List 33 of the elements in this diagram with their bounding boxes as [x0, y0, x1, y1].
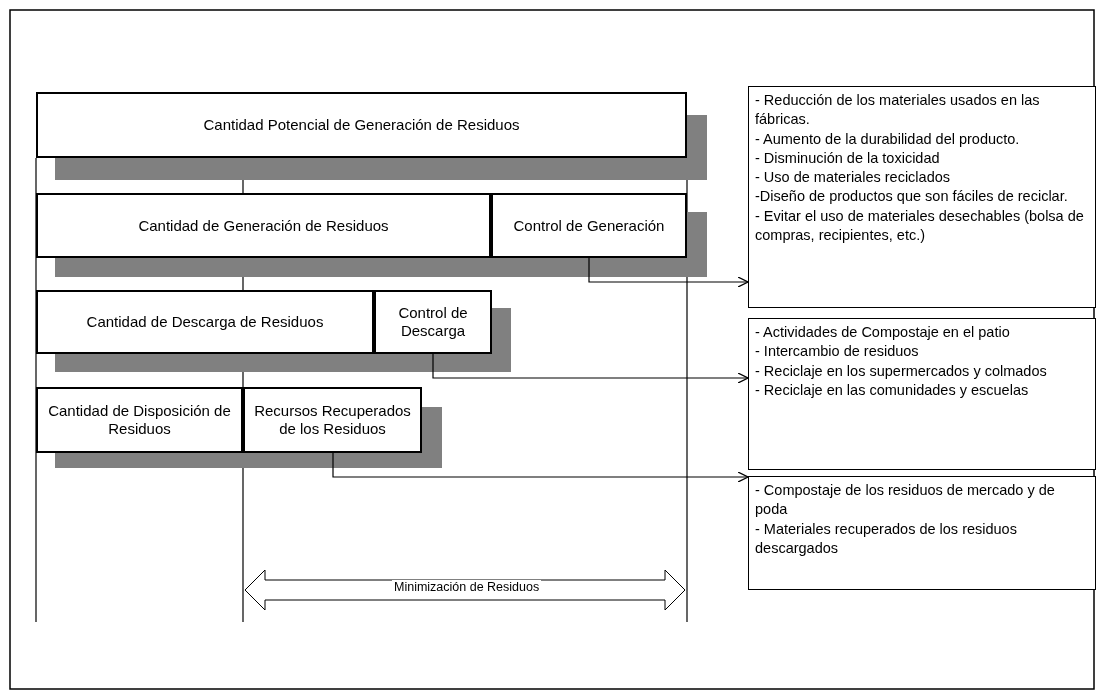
process-box: [243, 387, 422, 453]
dimension-label: Minimización de Residuos: [392, 580, 542, 594]
box-text: Control de Descarga: [397, 304, 469, 340]
note-box: [748, 476, 1096, 590]
bullet-text: - Aumento de la durabilidad del producto.: [755, 129, 1020, 149]
arrow: [432, 353, 749, 384]
bullet-text: - Actividades de Compostaje en el patio: [755, 323, 1010, 342]
process-box: [36, 290, 374, 354]
bullet-text: - Evitar el uso de materiales desechables (bolsa de compras, recipientes, etc.): [755, 206, 1085, 246]
box-text: Cantidad de Descarga de Residuos: [86, 313, 324, 331]
arrow: [588, 257, 749, 288]
bullet-text: - Uso de materiales reciclados: [755, 168, 951, 188]
note-box: [748, 86, 1096, 308]
box-text: Cantidad de Disposición de Residuos: [47, 402, 232, 438]
bullet-text: - Reducción de los materiales usados en las fábricas.: [755, 91, 1041, 130]
box-text: Control de Generación: [513, 216, 665, 235]
process-box: [491, 193, 687, 258]
process-box: [36, 387, 243, 453]
bullet-text: -Diseño de productos que son fáciles de reciclar.: [755, 187, 1068, 207]
box-text: Recursos Recuperados de los Residuos: [253, 402, 412, 438]
bullet-text: - Reciclaje en las comunidades y escuelas: [755, 380, 1029, 400]
bullet-text: - Disminución de la toxicidad: [755, 148, 940, 168]
bullet-text: - Materiales recuperados de los residuos descargados: [755, 519, 1018, 558]
process-box: [374, 290, 492, 354]
note-box: [748, 318, 1096, 470]
box-text: Cantidad Potencial de Generación de Residuos: [203, 116, 520, 134]
bullet-text: - Intercambio de residuos: [755, 342, 919, 362]
process-box: [36, 193, 491, 258]
arrow: [332, 452, 749, 483]
box-text: Cantidad de Generación de Residuos: [138, 216, 389, 235]
process-box: [36, 92, 687, 158]
bullet-text: - Compostaje de los residuos de mercado y de poda: [755, 481, 1056, 520]
bullet-text: - Reciclaje en los supermercados y colmados: [755, 361, 1047, 381]
